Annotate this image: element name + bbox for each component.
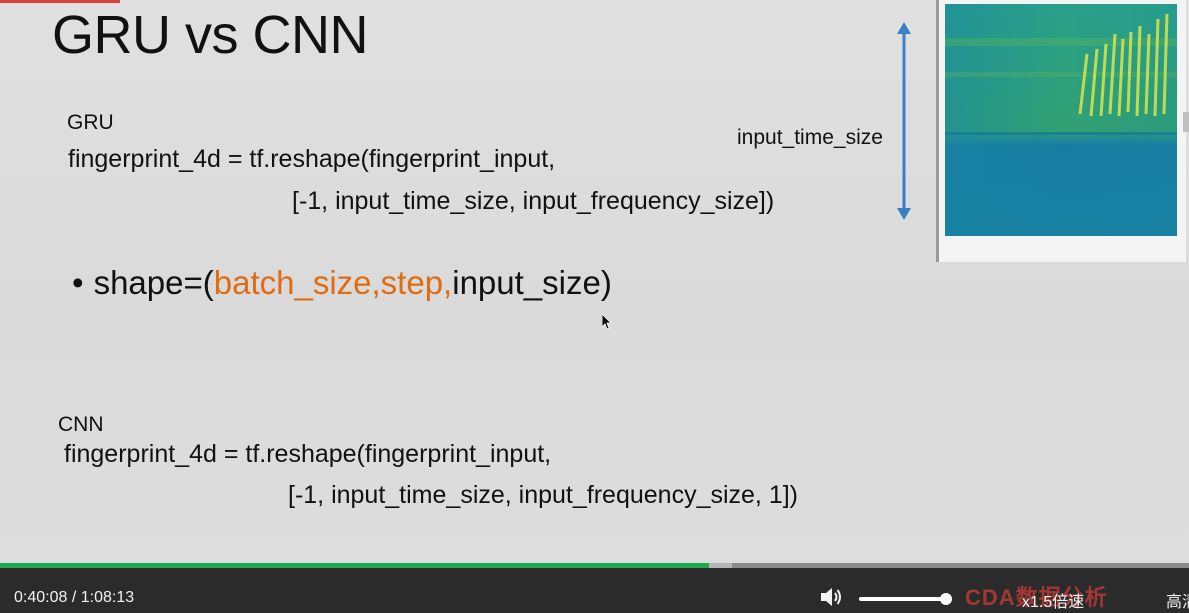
time-display: 0:40:08 / 1:08:13 — [14, 589, 134, 607]
playback-speed-button[interactable]: x1.5倍速 — [1022, 594, 1085, 611]
progress-buffered — [708, 563, 733, 568]
slide: GRU vs CNN GRU fingerprint_4d = tf.resha… — [0, 0, 1189, 563]
cnn-label: CNN — [58, 413, 104, 436]
cnn-code-line-2: [-1, input_time_size, input_frequency_si… — [288, 481, 798, 509]
shape-bullet: •shape=(batch_size,step,input_size) — [72, 264, 612, 302]
watermark-logo: CDA数据分析 — [965, 585, 1108, 610]
cnn-code-line-1: fingerprint_4d = tf.reshape(fingerprint_… — [64, 440, 552, 468]
time-separator: / — [67, 589, 81, 606]
slide-title: GRU vs CNN — [52, 5, 369, 65]
mouse-pointer-icon — [602, 314, 612, 330]
edge-tab — [1183, 112, 1189, 132]
shape-highlight: batch_size,step, — [213, 264, 453, 301]
gru-label: GRU — [67, 111, 114, 134]
volume-level — [859, 597, 947, 601]
video-progress-bar[interactable] — [0, 563, 1189, 568]
volume-knob[interactable] — [940, 593, 953, 605]
progress-played — [0, 563, 709, 568]
spectrogram-image — [945, 4, 1177, 236]
double-vertical-arrow-icon — [897, 22, 911, 220]
input-time-size-label: input_time_size — [737, 126, 883, 149]
volume-slider[interactable] — [859, 593, 953, 605]
gru-code-line-1: fingerprint_4d = tf.reshape(fingerprint_… — [68, 145, 556, 173]
shape-prefix: shape=( — [93, 264, 214, 301]
top-accent-bar — [0, 0, 120, 3]
duration: 1:08:13 — [80, 589, 135, 606]
quality-button[interactable]: 高清 — [1166, 594, 1189, 611]
volume-icon[interactable] — [819, 586, 843, 608]
current-time: 0:40:08 — [14, 589, 68, 606]
shape-suffix: input_size) — [452, 264, 612, 301]
bullet-marker: • — [72, 264, 84, 301]
video-controls: 0:40:08 / 1:08:13 CDA数据分析 x1.5倍速 高清 — [0, 568, 1189, 613]
gru-code-line-2: [-1, input_time_size, input_frequency_si… — [292, 187, 775, 215]
